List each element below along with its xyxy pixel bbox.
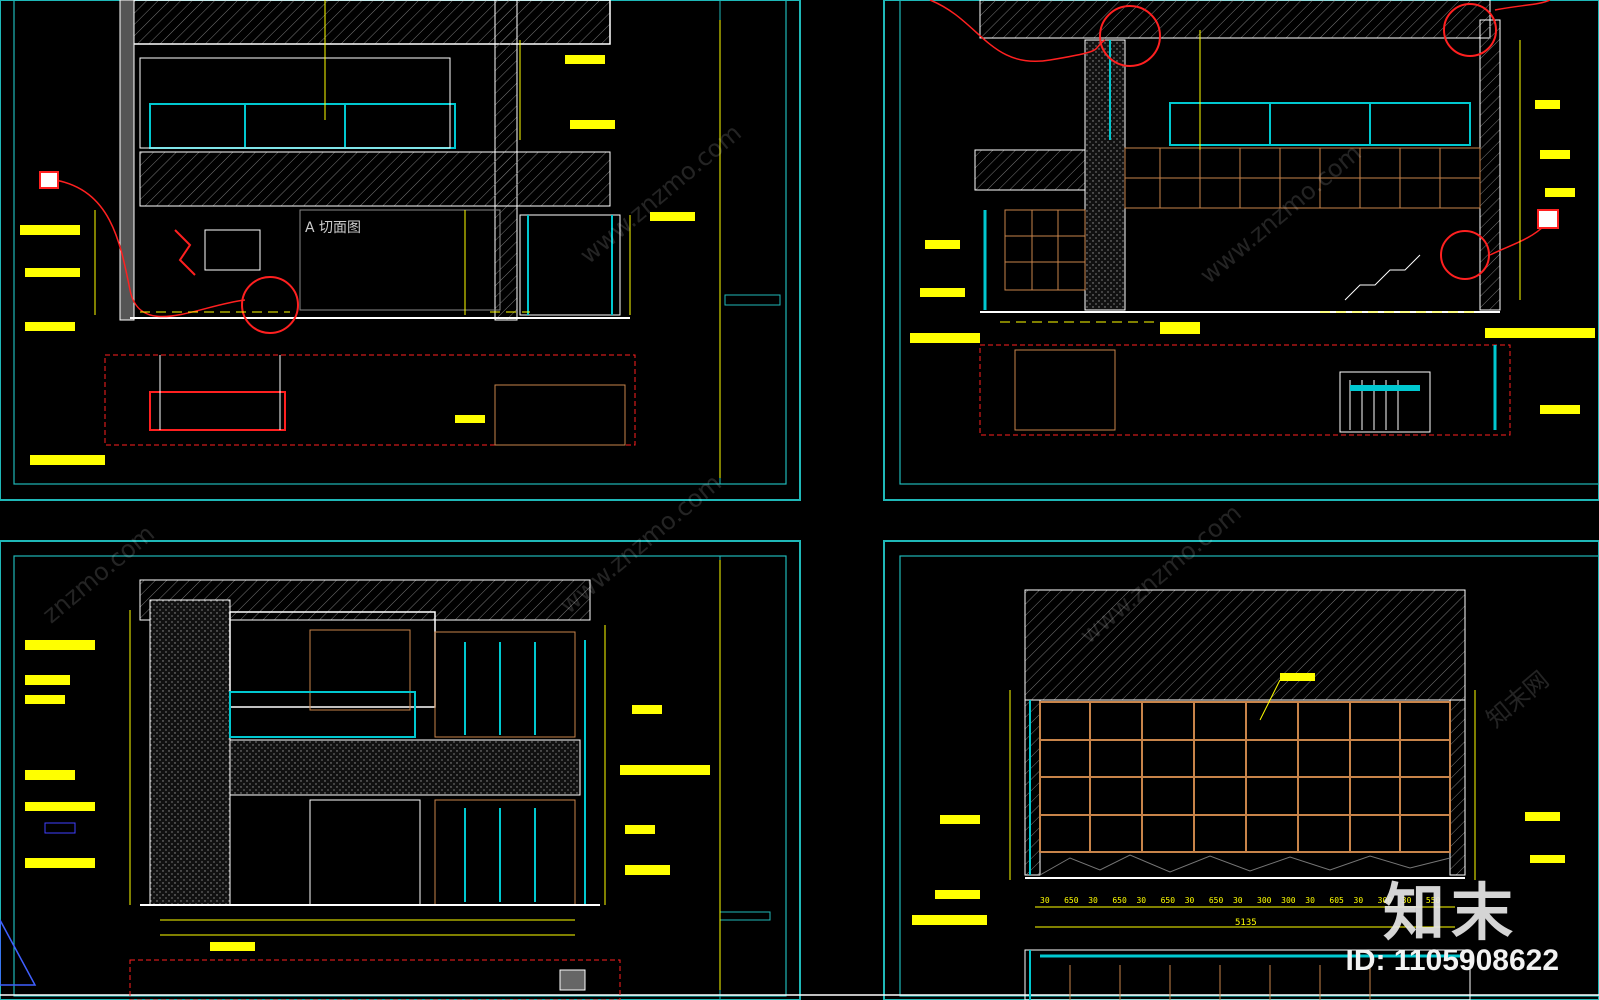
dimension-value: 650 bbox=[1161, 896, 1176, 905]
shelving-grid bbox=[1039, 701, 1451, 853]
dimension-value: 30 bbox=[1305, 896, 1315, 905]
sheet-top-right[interactable] bbox=[910, 0, 1595, 436]
dimension-value: 300 bbox=[1257, 896, 1272, 905]
dimension-value: 650 bbox=[1064, 896, 1079, 905]
dimension-total: 5135 bbox=[1235, 918, 1257, 928]
dimension-value: 30 bbox=[1185, 896, 1195, 905]
dimension-value: 30 bbox=[1088, 896, 1098, 905]
dimension-value: 30 bbox=[1354, 896, 1364, 905]
dimension-value: 605 bbox=[1329, 896, 1344, 905]
sheet-top-left[interactable]: A 切面图 bbox=[20, 0, 781, 478]
brand-watermark: 知末 bbox=[1382, 876, 1519, 949]
dimension-value: 650 bbox=[1209, 896, 1224, 905]
dimension-value: 300 bbox=[1281, 896, 1296, 905]
sheet-bottom-right[interactable]: 30 650 30 650 30 650 30 650 30 300 300 30 605 30 300 30… bbox=[912, 589, 1565, 1000]
sheet-bottom-left[interactable] bbox=[0, 560, 771, 1000]
dimension-value: 300 bbox=[1378, 896, 1393, 905]
dimension-value: 30 bbox=[1136, 896, 1146, 905]
dimension-chain: 30 650 30 650 30 650 30 650 30 300 300 30 605 30 300 30… bbox=[1040, 896, 1441, 905]
dimension-value: 30 bbox=[1402, 896, 1412, 905]
dimension-value: 650 bbox=[1112, 896, 1127, 905]
dimension-value: 550 bbox=[1426, 896, 1441, 905]
dimension-value: 30 bbox=[1040, 896, 1050, 905]
image-id-label: ID: 1105908622 bbox=[1345, 944, 1559, 977]
dimension-value: 30 bbox=[1233, 896, 1243, 905]
section-label: A 切面图 bbox=[305, 220, 361, 236]
